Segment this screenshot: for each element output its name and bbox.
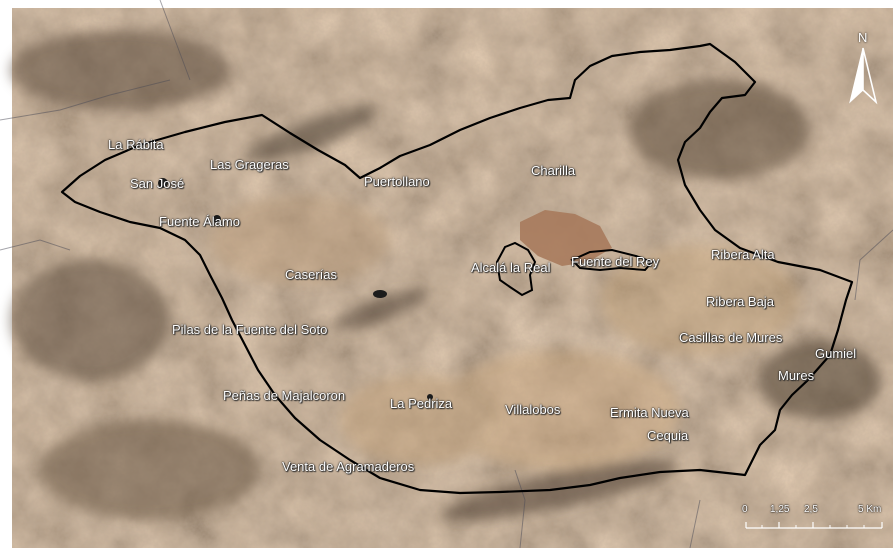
place-label-san-jose: San José bbox=[130, 176, 185, 191]
north-arrow: N bbox=[846, 30, 880, 106]
scale-label-5: 5 Km bbox=[858, 504, 882, 515]
place-label-puertollano: Puertollano bbox=[364, 174, 430, 189]
place-label-gumiel: Gumiel bbox=[815, 346, 857, 361]
scale-label-1-25: 1,25 bbox=[770, 504, 790, 515]
place-label-villalobos: Villalobos bbox=[505, 402, 561, 417]
caserias-marker bbox=[373, 290, 387, 298]
place-label-cequia: Cequia bbox=[647, 428, 689, 443]
place-label-ribera-alta: Ribera Alta bbox=[711, 247, 775, 262]
municipal-boundary bbox=[60, 42, 854, 495]
scale-label-2-5: 2,5 bbox=[804, 504, 818, 515]
la-pedriza-marker bbox=[427, 394, 433, 400]
scale-label-0: 0 bbox=[742, 504, 748, 515]
scale-bar-graphic bbox=[745, 522, 883, 529]
alcala-urban-outline bbox=[495, 241, 537, 297]
place-label-casillas-de-mures: Casillas de Mures bbox=[679, 330, 783, 345]
place-label-mures: Mures bbox=[778, 368, 815, 383]
north-letter: N bbox=[858, 30, 868, 45]
san-jose-marker bbox=[158, 178, 168, 188]
place-label-charilla: Charilla bbox=[531, 163, 576, 178]
fuente-rey-outline bbox=[570, 248, 654, 272]
place-label-fuente-del-rey: Fuente del Rey bbox=[571, 254, 660, 269]
place-label-penas-de-majalcoron: Peñas de Majalcoron bbox=[223, 388, 346, 403]
north-arrow-icon bbox=[849, 47, 878, 105]
fields-shading bbox=[210, 195, 800, 470]
place-label-ermita-nueva: Ermita Nueva bbox=[610, 405, 689, 420]
place-label-caserias: Caserías bbox=[285, 267, 338, 282]
place-label-pilas-de-la-fuente-del-soto: Pilas de la Fuente del Soto bbox=[172, 322, 328, 337]
place-label-fuente-alamo: Fuente Álamo bbox=[159, 214, 240, 229]
place-label-la-rabita: La Rábita bbox=[108, 137, 164, 152]
place-label-venta-de-agramaderos: Venta de Agramaderos bbox=[282, 459, 415, 474]
terrain-shading bbox=[10, 30, 880, 521]
place-label-alcala-la-real: Alcalá la Real bbox=[471, 260, 551, 275]
scale-bar: 0 1,25 2,5 5 Km bbox=[742, 504, 890, 534]
place-label-ribera-baja: Ribera Baja bbox=[706, 294, 774, 309]
place-label-la-pedriza: La Pedriza bbox=[390, 396, 453, 411]
place-label-las-grageras: Las Grageras bbox=[210, 157, 289, 172]
fuente-alamo-marker bbox=[213, 215, 221, 223]
